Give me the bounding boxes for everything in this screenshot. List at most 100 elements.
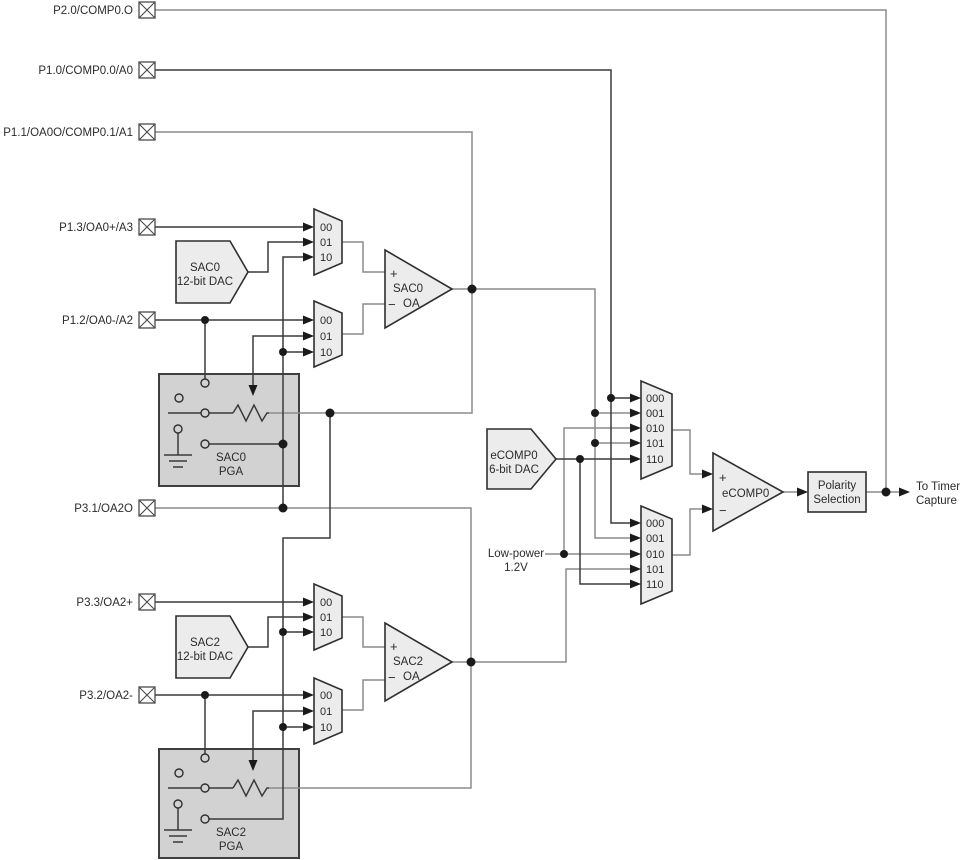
arrow-icon bbox=[630, 579, 641, 589]
sac2-oa-minus: − bbox=[388, 670, 396, 685]
arrow-icon bbox=[303, 331, 314, 341]
pad-p32 bbox=[138, 686, 156, 704]
arrow-icon bbox=[303, 722, 314, 732]
arrow-icon bbox=[630, 423, 641, 433]
annotation-labels: Low-power 1.2V To Timer Capture bbox=[488, 481, 960, 574]
mux-option: 101 bbox=[646, 564, 664, 576]
arrow-icon bbox=[303, 222, 314, 232]
sac2-pga-resistor bbox=[232, 778, 269, 798]
pin-labels: P2.0/COMP0.O P1.0/COMP0.0/A0 P1.1/OA0O/C… bbox=[3, 5, 133, 702]
sac2-mux-labels: 00 01 10 00 01 10 bbox=[320, 597, 332, 734]
polarity-label-1: Polarity bbox=[818, 480, 857, 492]
wire-p11-to-oa0-out bbox=[155, 131, 473, 289]
ecomp-mux-labels: 000 001 010 101 110 000 001 010 101 110 bbox=[646, 393, 664, 591]
junction-dot bbox=[278, 503, 288, 513]
wire-oa0-feedback bbox=[269, 289, 473, 414]
wire-netb-bus bbox=[282, 256, 303, 508]
sac0-pga-contacts bbox=[173, 378, 210, 449]
arrow-icon bbox=[630, 533, 641, 543]
ecomp0-dac-block bbox=[486, 428, 558, 490]
wire-p20-comp-output bbox=[155, 9, 887, 492]
pad-p20 bbox=[138, 1, 156, 19]
sac2-pga-label-1: SAC2 bbox=[216, 827, 246, 839]
mux-option: 010 bbox=[646, 423, 664, 435]
sac0-mux-labels: 00 01 10 00 01 10 bbox=[320, 222, 332, 359]
sac2-mux-positive bbox=[313, 582, 343, 652]
sac0-mux-negative bbox=[313, 299, 343, 369]
mux-option: 00 bbox=[320, 315, 332, 327]
junction-dot bbox=[278, 439, 288, 449]
wire-sac2-muxbot-to-oa bbox=[342, 679, 385, 711]
switch-contact bbox=[200, 408, 210, 418]
arrow-icon bbox=[899, 487, 910, 497]
arrow-icon bbox=[303, 706, 314, 716]
junction-dots bbox=[201, 284, 891, 731]
pad-p11 bbox=[138, 123, 156, 141]
junction-dot bbox=[560, 550, 568, 558]
mux-option: 01 bbox=[320, 331, 332, 343]
junction-dot bbox=[591, 409, 599, 417]
junction-dot bbox=[201, 316, 209, 324]
arrow-icon bbox=[630, 438, 641, 448]
pin-pads bbox=[138, 1, 156, 704]
arrow-icon bbox=[303, 315, 314, 325]
ecomp0-mux-negative bbox=[640, 504, 673, 606]
arrow-icon bbox=[630, 518, 641, 528]
comparator-minus: − bbox=[719, 503, 727, 518]
polarity-labels: Polarity Selection bbox=[813, 480, 860, 506]
ecomp-dac-label-1: eCOMP0 bbox=[490, 450, 537, 462]
junction-dot bbox=[279, 348, 287, 356]
sac2-oa-plus: + bbox=[390, 639, 398, 654]
junction-dot bbox=[201, 691, 209, 699]
mux-option: 000 bbox=[646, 393, 664, 405]
switch-contact bbox=[200, 814, 210, 824]
arrow-icon bbox=[702, 469, 713, 479]
wire-ecompdac-bottom bbox=[579, 459, 630, 585]
arrow-down-icon bbox=[248, 760, 258, 771]
junction-dot bbox=[576, 455, 584, 463]
wire-lowpower-top bbox=[563, 427, 630, 554]
mux-option: 110 bbox=[646, 454, 664, 466]
ecomp0-mux-positive bbox=[640, 379, 673, 481]
arrow-icon bbox=[303, 237, 314, 247]
junction-dot bbox=[591, 439, 599, 447]
wire-neta-branch bbox=[209, 413, 331, 820]
dac-labels: SAC0 12-bit DAC SAC2 12-bit DAC eCOMP0 6… bbox=[177, 262, 539, 663]
arrow-icon bbox=[630, 408, 641, 418]
pin-label-p32: P3.2/OA2- bbox=[79, 690, 133, 702]
wire-p31-oa2-net bbox=[155, 507, 472, 789]
switch-contact bbox=[174, 768, 184, 778]
wire-sac0-dac-out bbox=[247, 241, 303, 273]
switch-contact bbox=[173, 799, 183, 809]
mux-option: 00 bbox=[320, 222, 332, 234]
sac0-pga-label-2: PGA bbox=[219, 466, 244, 478]
sac0-oa-minus: − bbox=[388, 297, 396, 312]
switch-contact bbox=[200, 783, 210, 793]
switch-contact bbox=[173, 424, 183, 434]
pin-label-p11: P1.1/OA0O/COMP0.1/A1 bbox=[3, 127, 133, 139]
mux-option: 00 bbox=[320, 597, 332, 609]
pad-p10 bbox=[138, 61, 156, 79]
arrow-icon bbox=[702, 504, 713, 514]
polarity-selection-box bbox=[807, 471, 867, 513]
sac0-oa-plus: + bbox=[390, 266, 398, 281]
sac2-pga-contacts bbox=[173, 753, 210, 824]
mux-option: 001 bbox=[646, 533, 664, 545]
sac2-opamp bbox=[384, 621, 454, 703]
arrow-icon bbox=[303, 612, 314, 622]
arrow-icon bbox=[630, 549, 641, 559]
mux-option: 10 bbox=[320, 722, 332, 734]
arrow-icon bbox=[303, 627, 314, 637]
arrow-icon bbox=[303, 597, 314, 607]
wire-ecomp-muxbot-out bbox=[672, 508, 702, 556]
arrow-icon bbox=[630, 454, 641, 464]
mux-option: 101 bbox=[646, 438, 664, 450]
sac0-pga-resistor bbox=[232, 403, 269, 423]
output-label-2: Capture bbox=[916, 495, 957, 507]
pad-p33 bbox=[138, 593, 156, 611]
sac0-opamp bbox=[384, 248, 454, 330]
wire-sac2-pga-tap bbox=[252, 710, 303, 760]
sac0-oa-name2: OA bbox=[403, 298, 420, 310]
switch-contact bbox=[200, 753, 210, 763]
